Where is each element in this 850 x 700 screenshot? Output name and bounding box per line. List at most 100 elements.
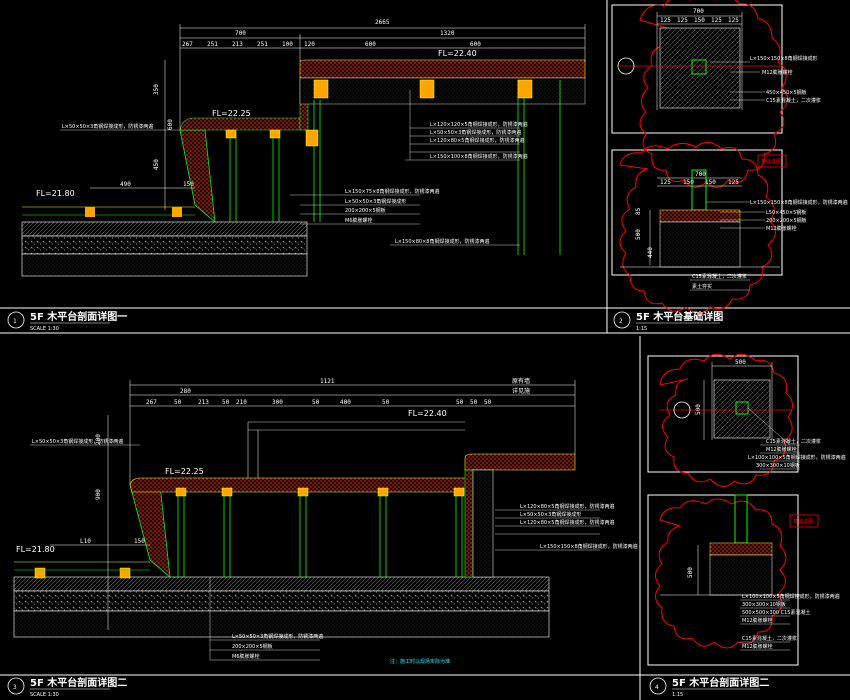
dim-490: 490 — [120, 181, 131, 188]
dim-b-vert-1: 900 — [95, 489, 102, 500]
dim-b-3: 50 — [222, 399, 230, 406]
note-bl-2: L×50×50×3角钢焊接成形 — [520, 511, 581, 518]
fd1-dim-2: 150 — [694, 17, 705, 24]
title-1: 5F 木平台剖面详图一 — [30, 310, 127, 323]
fl-lower: FL=21.80 — [36, 189, 75, 198]
dim-top-1: 251 — [207, 41, 218, 48]
dim-top-6: 600 — [365, 41, 376, 48]
dim-top-5: 120 — [304, 41, 315, 48]
title-4: 5F 木平台剖面详图二 — [672, 676, 769, 689]
dim-total: 2665 — [375, 19, 390, 26]
note-tl-3: L×120×80×5角钢焊接成形，防锈漆两遍 — [430, 137, 524, 144]
dim-150: 150 — [183, 181, 194, 188]
fd1-note-5: L50×450×5钢板 — [766, 209, 806, 216]
foundation-detail-2: 500 500 C15素混凝土，二次灌浆 M12膨胀螺栓 L×100×100×5… — [649, 359, 846, 698]
title-2-scale: 1:15 — [636, 326, 647, 332]
note-tl-7: 200×200×5钢板 — [345, 207, 386, 214]
fd2-dim-vert: 500 — [687, 567, 694, 578]
fd2-note-7: M12膨胀螺栓 — [742, 617, 773, 624]
dim-b-11: 50 — [484, 399, 492, 406]
fd1-dim-4: 125 — [728, 17, 739, 24]
title-4-scale: 1:15 — [672, 692, 683, 698]
fd2-note-0: C15素混凝土，二次灌浆 — [766, 438, 821, 445]
title-1-number: 1 — [13, 318, 17, 325]
fd1-base-top: 700 — [695, 171, 706, 178]
fd2-note-8: C15素混凝土，二次灌浆 — [742, 635, 797, 642]
dim-b-9: 50 — [456, 399, 464, 406]
title-3-number: 3 — [13, 684, 17, 691]
fl-b-lower: FL=21.80 — [16, 545, 55, 554]
fd1-base-2: 150 — [705, 179, 716, 186]
note-tl-1: L×120×120×5角钢焊接成形，防锈漆两遍 — [430, 121, 528, 128]
fl-b-mid: FL=22.25 — [165, 467, 204, 476]
title-block-2: 2 5F 木平台基础详图 1:15 — [613, 310, 723, 332]
note-tl-2: L×50×50×3角钢焊接成形，防锈漆两遍 — [430, 129, 521, 136]
fd1-dim-total: 700 — [693, 8, 704, 15]
note-bl-5: L×50×50×3角钢焊接成形，防锈漆两遍 — [232, 633, 323, 640]
dim-top-7: 600 — [470, 41, 481, 48]
title-block-4: 4 5F 木平台剖面详图二 1:15 — [649, 676, 769, 698]
dim-b-8: 50 — [382, 399, 390, 406]
fd2-note-2: L×100×100×5角钢焊接成形，防锈漆两遍 — [748, 454, 846, 461]
dim-b-4: 210 — [236, 399, 247, 406]
dim-right: 1320 — [440, 30, 455, 37]
fd2-dim-left: 500 — [695, 404, 702, 415]
title-block-3: 3 5F 木平台剖面详图二 SCALE 1:30 — [7, 676, 127, 698]
fd1-stamp: 基础详图 — [761, 158, 781, 165]
dim-b-vert-0: 200 — [95, 434, 102, 445]
note-bl-6: 200×200×5钢板 — [232, 643, 273, 650]
fd1-dim-0: 125 — [660, 17, 671, 24]
fd1-base-1: 150 — [683, 179, 694, 186]
dim-left: 700 — [235, 30, 246, 37]
fd2-note-6: 500×500×300 C15素混凝土 — [742, 609, 810, 616]
note-tl-0: L×50×50×3角钢焊接成形，防锈漆两遍 — [62, 123, 153, 130]
note-tl-8: M6膨胀螺栓 — [345, 217, 373, 224]
title-4-number: 4 — [655, 684, 659, 691]
fd1-note-3: C15素混凝土，二次灌浆 — [766, 97, 821, 104]
dim-b-7: 400 — [340, 399, 351, 406]
fd1-vert-2: 440 — [647, 247, 654, 258]
fd2-note-5: 300×300×10钢板 — [742, 601, 786, 608]
dim-b-total: 1121 — [320, 378, 335, 385]
note-tl-4: L×150×100×8角钢焊接成形，防锈漆两遍 — [430, 153, 528, 160]
dim-top-4: 100 — [282, 41, 293, 48]
fd2-note-9: M12膨胀螺栓 — [742, 643, 773, 650]
title-2-number: 2 — [619, 318, 623, 325]
fd1-dim-3: 125 — [711, 17, 722, 24]
fl-upper: FL=22.40 — [438, 49, 477, 58]
title-3-scale: SCALE 1:30 — [30, 692, 59, 698]
dim-b-right-a: 原有墙 — [512, 377, 530, 385]
note-bl-bottom: 注：施工时以现场实际为准 — [390, 658, 450, 665]
title-block-1: 1 5F 木平台剖面详图一 SCALE 1:30 — [7, 310, 127, 332]
dim-b-2: 213 — [198, 399, 209, 406]
dim-b-6: 50 — [312, 399, 320, 406]
note-tl-6: L×50×50×3角钢焊接成形 — [345, 198, 406, 205]
note-bl-1: L×120×80×5角钢焊接成形，防锈漆两遍 — [520, 503, 614, 510]
fd1-base-3: 125 — [728, 179, 739, 186]
title-3: 5F 木平台剖面详图二 — [30, 676, 127, 689]
fd1-base-0: 125 — [660, 179, 671, 186]
foundation-detail-1: 700 125 125 150 125 125 L×150×150×8角钢焊接成… — [613, 8, 848, 332]
fd2-note-3: 300×300×10钢板 — [756, 462, 800, 469]
fl-mid: FL=22.25 — [212, 109, 251, 118]
note-bl-4: L×150×150×8角钢焊接成形，防锈漆两遍 — [540, 543, 638, 550]
dim-vert-0: 350 — [153, 84, 160, 95]
dim-b-10: 50 — [470, 399, 478, 406]
dim-b-l: L10 — [80, 538, 91, 545]
dim-b-left: 280 — [180, 388, 191, 395]
fd1-note-2: 450×450×5钢板 — [766, 89, 807, 96]
dim-top-2: 213 — [232, 41, 243, 48]
fl-b-upper: FL=22.40 — [408, 409, 447, 418]
fd1-dim-1: 125 — [677, 17, 688, 24]
fd1-note-6: 200×200×5钢板 — [766, 217, 807, 224]
note-bl-3: L×120×80×5角钢焊接成形，防锈漆两遍 — [520, 519, 614, 526]
note-bl-7: M6膨胀螺栓 — [232, 653, 260, 660]
note-tl-5: L×150×75×8角钢焊接成形，防锈漆两遍 — [345, 188, 439, 195]
fd1-note-7: M12膨胀螺栓 — [766, 225, 797, 232]
fd1-vert-1: 85 — [635, 207, 642, 215]
dim-top-0: 267 — [182, 41, 193, 48]
dim-top-3: 251 — [257, 41, 268, 48]
fd2-stamp: 基础详图 — [793, 518, 813, 525]
